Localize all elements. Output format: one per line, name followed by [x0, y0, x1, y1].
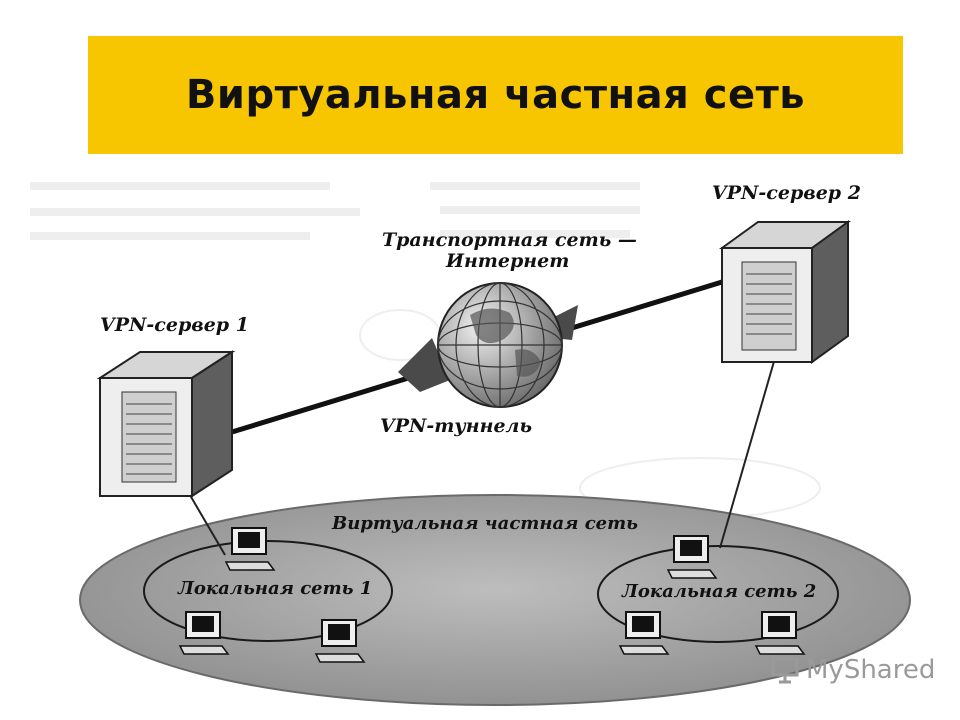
lan2-computer-right-icon	[754, 611, 806, 655]
label-virtual-private-network: Виртуальная частная сеть	[331, 513, 638, 534]
vpn-server-2-icon	[718, 220, 852, 364]
watermark-text: MyShared	[806, 655, 936, 685]
page-title: Виртуальная частная сеть	[185, 72, 806, 118]
local-network-2-ring	[597, 545, 839, 643]
label-internet: Интернет	[445, 250, 569, 272]
vpn-server-1-icon	[96, 350, 236, 498]
label-transport-network: Транспортная сеть —	[382, 229, 637, 251]
local-network-1-ring	[143, 540, 393, 642]
lan1-computer-left-icon	[178, 611, 230, 655]
lan2-computer-left-icon	[618, 611, 670, 655]
lan1-computer-right-icon	[314, 619, 366, 663]
label-vpn-tunnel: VPN-туннель	[380, 415, 532, 437]
label-vpn-server-2: VPN-сервер 2	[712, 182, 861, 204]
label-local-network-2: Локальная сеть 2	[621, 581, 816, 602]
presentation-board-icon	[771, 657, 799, 684]
label-vpn-server-1: VPN-сервер 1	[100, 314, 249, 336]
background-faint-text	[30, 182, 821, 519]
lan1-computer-top-icon	[224, 527, 276, 571]
lan2-computer-top-icon	[666, 535, 718, 579]
label-local-network-1: Локальная сеть 1	[177, 578, 372, 599]
link-server2-lan2	[719, 357, 776, 549]
title-banner: Виртуальная частная сеть	[88, 36, 903, 154]
internet-globe-icon	[398, 282, 578, 408]
watermark: MyShared	[770, 655, 935, 685]
